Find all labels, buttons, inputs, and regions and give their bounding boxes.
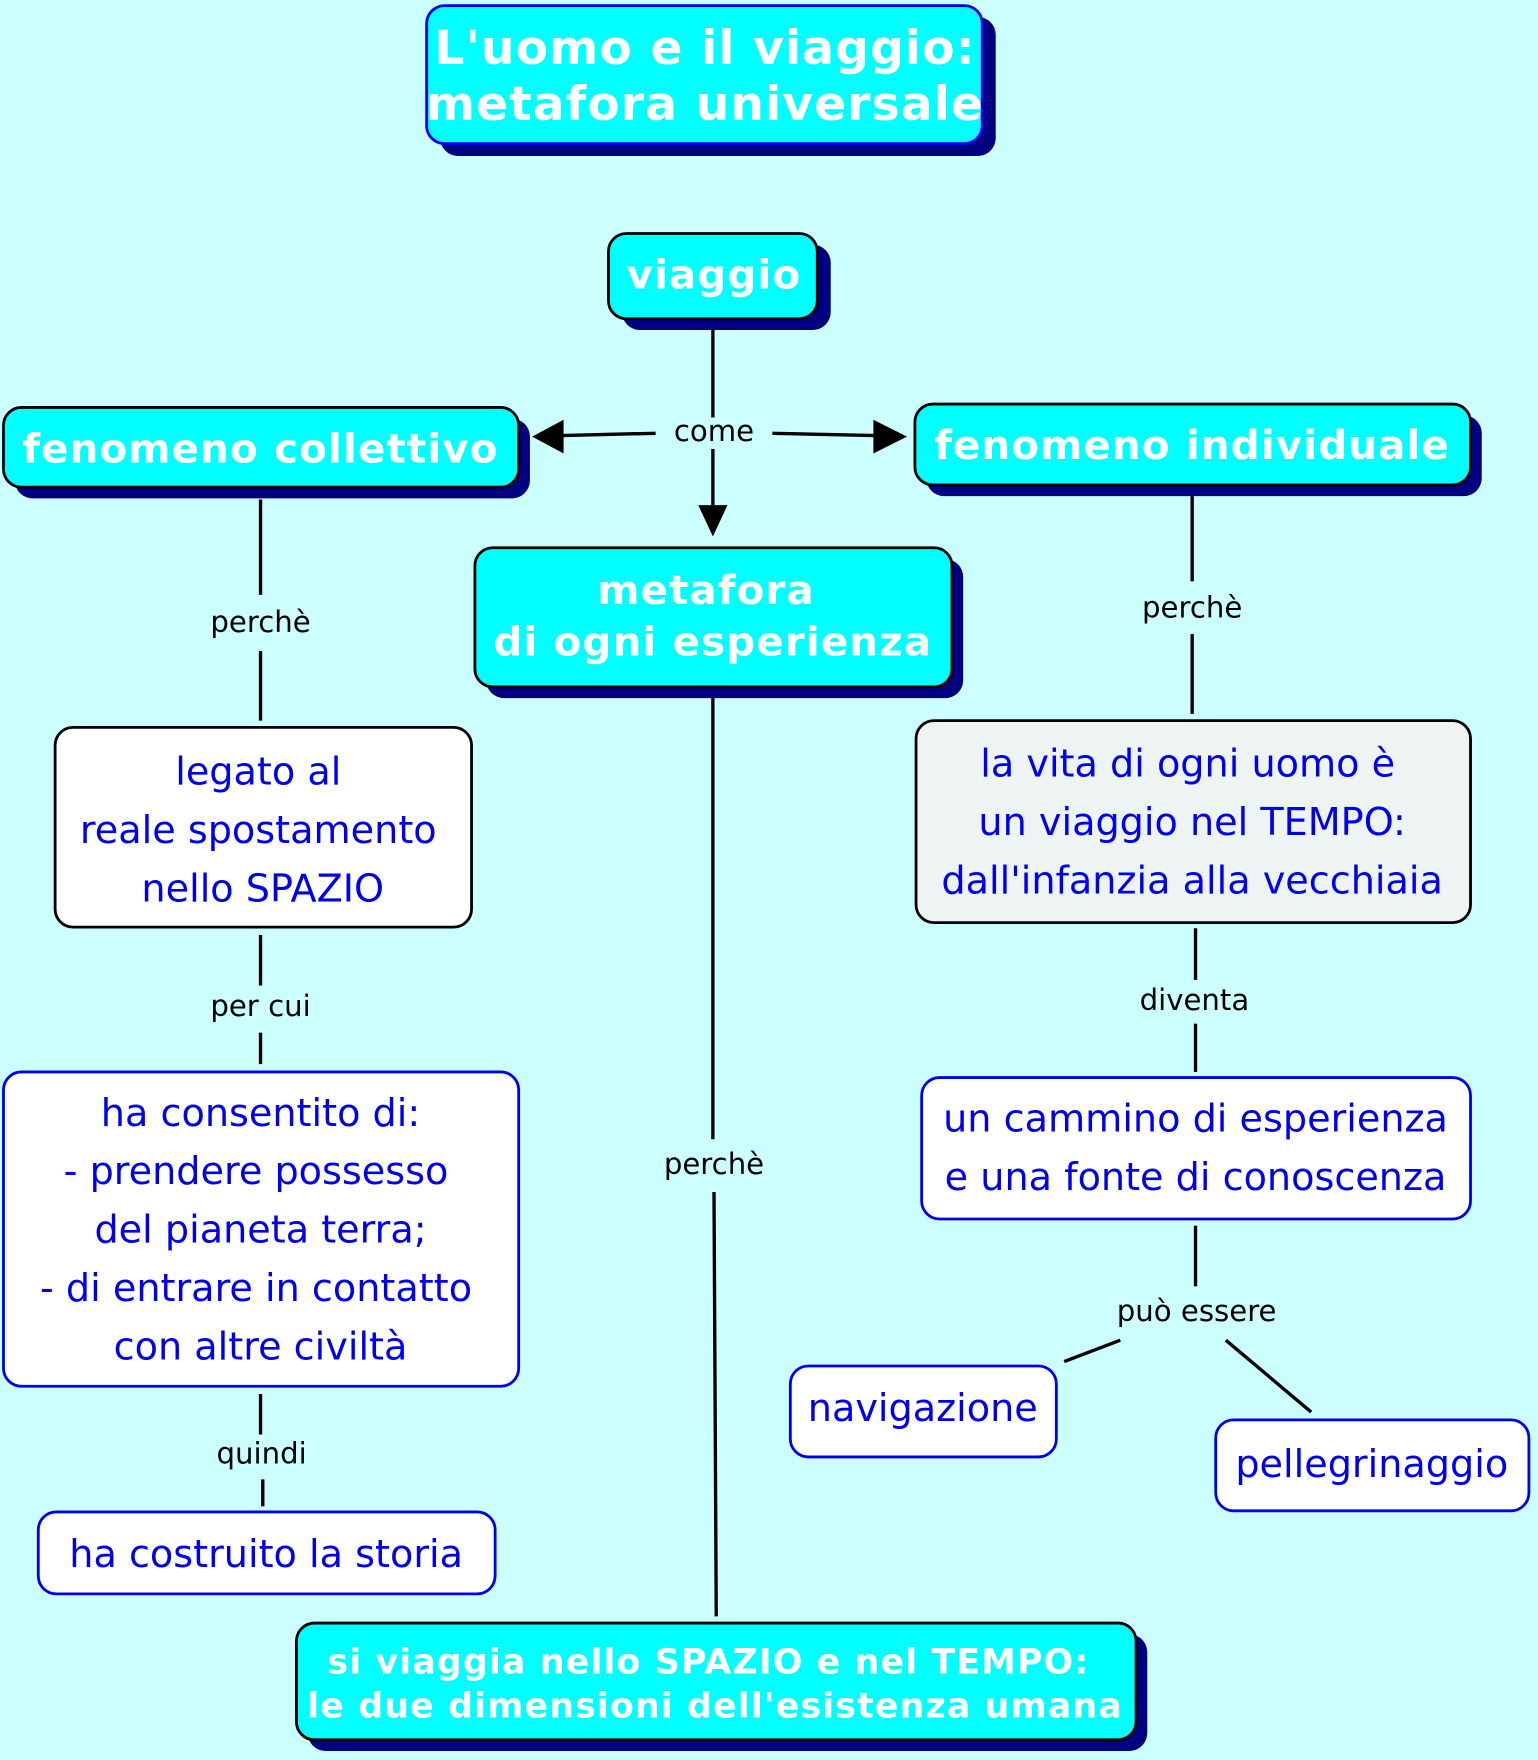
link-label-quindi: quindi <box>217 1437 307 1471</box>
connector-line <box>561 431 656 438</box>
svg-text:le due dimensioni dell'esisten: le due dimensioni dell'esistenza umana <box>307 1686 1123 1726</box>
svg-text:metafora: metafora <box>597 566 815 614</box>
node-legato-spazio: legato al reale spostamento nello SPAZIO <box>53 725 473 929</box>
svg-text:del pianeta terra;: del pianeta terra; <box>94 1208 426 1252</box>
svg-text:con altre civiltà: con altre civiltà <box>114 1324 408 1368</box>
link-label-puo-essere: può essere <box>1117 1294 1277 1328</box>
connector-line <box>772 431 876 438</box>
node-fenomeno-collettivo: fenomeno collettivo <box>2 406 530 499</box>
node-metafora: metafora di ogni esperienza <box>473 546 964 699</box>
svg-text:pellegrinaggio: pellegrinaggio <box>1235 1442 1508 1486</box>
node-cammino: un cammino di esperienza e una fonte di … <box>920 1076 1472 1221</box>
node-storia: ha costruito la storia <box>36 1510 497 1596</box>
svg-text:viaggio: viaggio <box>627 250 802 298</box>
svg-text:fenomeno collettivo: fenomeno collettivo <box>22 424 498 472</box>
svg-text:dall'infanzia alla vecchiaia: dall'infanzia alla vecchiaia <box>941 858 1442 902</box>
link-label-perche-right: perchè <box>1142 590 1242 624</box>
svg-text:ha costruito la storia: ha costruito la storia <box>69 1532 463 1576</box>
link-label-diventa: diventa <box>1140 983 1250 1017</box>
node-viaggio: viaggio <box>607 232 831 330</box>
svg-text:ha consentito di:: ha consentito di: <box>101 1091 420 1135</box>
svg-text:- di entrare in contatto: - di entrare in contatto <box>40 1266 472 1310</box>
svg-text:si viaggia nello SPAZIO e nel: si viaggia nello SPAZIO e nel TEMPO: <box>327 1643 1089 1683</box>
arrow-right-icon <box>873 419 908 454</box>
arrow-left-icon <box>532 419 564 454</box>
svg-text:navigazione: navigazione <box>808 1386 1038 1430</box>
svg-text:un cammino di esperienza: un cammino di esperienza <box>943 1096 1448 1140</box>
arrow-down-icon <box>698 505 728 537</box>
link-label-perche-left: perchè <box>210 605 310 639</box>
title-node: L'uomo e il viaggio: metafora universale <box>425 4 996 157</box>
connectors <box>258 321 1313 1617</box>
node-conclusione: si viaggia nello SPAZIO e nel TEMPO: le … <box>295 1621 1148 1752</box>
link-label-come: come <box>674 414 754 448</box>
svg-text:reale spostamento: reale spostamento <box>80 808 437 852</box>
svg-text:fenomeno individuale: fenomeno individuale <box>934 421 1450 469</box>
svg-text:- prendere possesso: - prendere possesso <box>64 1149 449 1193</box>
node-ha-consentito: ha consentito di: - prendere possesso de… <box>2 1070 521 1388</box>
title-line-2: metafora universale <box>426 77 984 132</box>
svg-text:di ogni esperienza: di ogni esperienza <box>493 618 932 666</box>
link-label-perche-center: perchè <box>664 1147 764 1181</box>
node-fenomeno-individuale: fenomeno individuale <box>913 402 1482 497</box>
node-vita-tempo: la vita di ogni uomo è un viaggio nel TE… <box>914 719 1472 925</box>
node-pellegrinaggio: pellegrinaggio <box>1214 1418 1531 1513</box>
link-label-per-cui: per cui <box>210 989 310 1023</box>
svg-text:un viaggio nel TEMPO:: un viaggio nel TEMPO: <box>978 800 1406 844</box>
svg-text:e una fonte di conoscenza: e una fonte di conoscenza <box>945 1155 1447 1199</box>
svg-text:la vita di ogni uomo è: la vita di ogni uomo è <box>980 742 1395 786</box>
svg-text:nello SPAZIO: nello SPAZIO <box>141 866 384 910</box>
svg-text:legato al: legato al <box>175 750 341 794</box>
title-line-1: L'uomo e il viaggio: <box>434 21 975 76</box>
node-navigazione: navigazione <box>788 1364 1058 1459</box>
